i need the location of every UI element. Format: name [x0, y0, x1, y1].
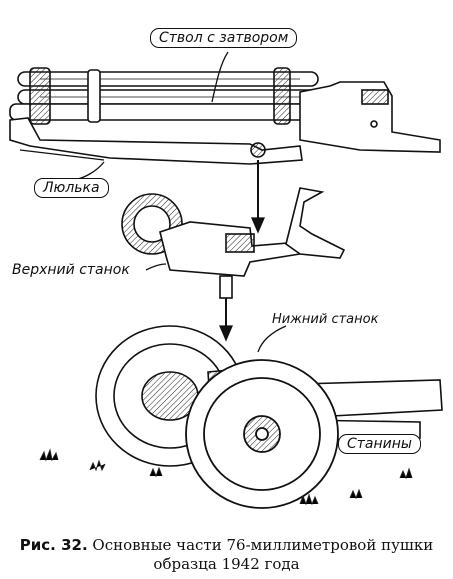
label-cradle: Люлька: [34, 178, 109, 198]
caption-line-1: Основные части 76-миллиметровой пушки: [92, 536, 434, 554]
wheel: [185, 359, 339, 509]
caption-line-2: образца 1942 года: [153, 555, 300, 573]
figure-caption: Рис. 32. Основные части 76-миллиметровой…: [0, 536, 453, 574]
figure-number: Рис. 32.: [19, 536, 88, 554]
label-upper-carriage: Верхний станок: [12, 262, 130, 278]
gun-parts-illustration: [9, 51, 443, 509]
cradle: [9, 117, 303, 165]
ground: [39, 448, 413, 506]
label-trails: Станины: [338, 434, 421, 454]
barrel-assembly: [9, 67, 441, 153]
label-barrel-with-breech: Ствол с затвором: [150, 28, 298, 48]
upper-carriage: [121, 187, 346, 299]
label-lower-carriage: Нижний станок: [272, 312, 379, 327]
